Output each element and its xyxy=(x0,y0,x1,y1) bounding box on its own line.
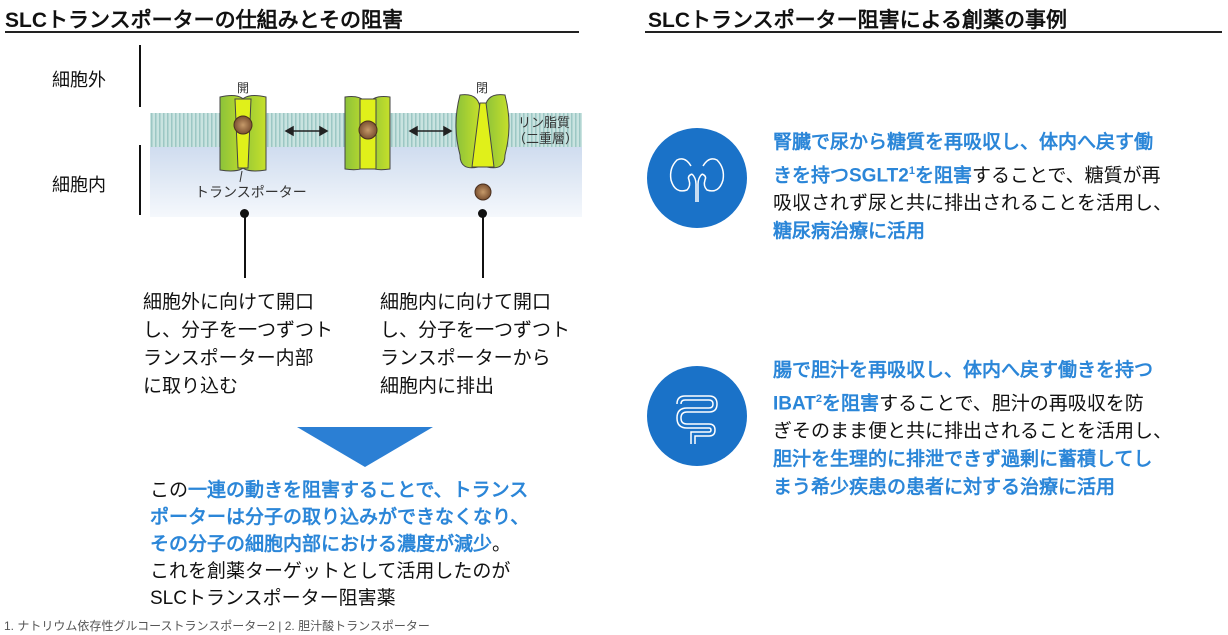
intestine-icon xyxy=(647,366,747,466)
highlight-text: ポーターは分子の取り込みができなくなり、 xyxy=(150,507,530,528)
right-title: SLCトランスポーター阻害による創薬の事例 xyxy=(648,9,1067,32)
text-line: に取り込む xyxy=(143,376,239,397)
transporter-open-out xyxy=(219,95,267,172)
highlight-text: まう希少疾患の患者に対する治療に活用 xyxy=(773,477,1116,499)
summary-text: この一連の動きを阻害することで、トランス ポーターは分子の取り込みができなくなり… xyxy=(150,477,529,612)
left-title-rule xyxy=(5,31,579,33)
pointer-line xyxy=(244,215,246,278)
highlight-text: その分子の細胞内部における濃度が減少 xyxy=(150,534,493,555)
desc-open-outside: 細胞外に向けて開口 し、分子を一つずつト ランスポーター内部 に取り込む xyxy=(143,289,333,401)
transporter-middle xyxy=(344,95,391,171)
text-line: SLCトランスポーター阻害薬 xyxy=(150,588,396,609)
pointer-dot xyxy=(240,209,249,218)
outside-label: 細胞外 xyxy=(52,70,106,90)
text-line: ランスポーター内部 xyxy=(143,348,314,369)
desc-open-inside: 細胞内に向けて開口 し、分子を一つずつト ランスポーターから 細胞内に排出 xyxy=(380,289,570,401)
footnote: 1. ナトリウム依存性グルコーストランスポーター2 | 2. 胆汁酸トランスポー… xyxy=(4,619,430,633)
highlight-text: を阻害 xyxy=(822,393,880,415)
footnote-ref: 1 xyxy=(908,165,915,177)
case-ibat-text: 腸で胆汁を再吸収し、体内へ戻す働きを持つ IBAT2を阻害することで、胆汁の再吸… xyxy=(773,357,1172,502)
right-title-rule xyxy=(645,31,1222,33)
kidney-icon xyxy=(647,128,747,228)
text-line: 細胞内に向けて開口 xyxy=(380,292,552,313)
transporter-open-in xyxy=(455,94,510,169)
arrow-icon xyxy=(284,125,329,137)
highlight-text: きを持つSGLT2 xyxy=(773,165,909,187)
text-segment: この xyxy=(150,480,189,501)
pointer-line xyxy=(239,170,243,183)
inside-label: 細胞内 xyxy=(52,175,106,195)
text-line: 細胞内に排出 xyxy=(380,376,495,397)
released-molecule xyxy=(474,183,492,201)
text-segment: することで、胆汁の再吸収を防 xyxy=(879,393,1144,415)
pointer-line xyxy=(482,215,484,278)
text-line: し、分子を一つずつト xyxy=(143,320,334,341)
text-segment: することで、糖質が再 xyxy=(971,165,1161,187)
closed-label: 閉 xyxy=(476,81,489,95)
text-line: ランスポーターから xyxy=(380,348,551,369)
highlight-text: を阻害 xyxy=(914,165,972,187)
highlight-text: IBAT xyxy=(773,393,816,415)
footnote-ref: 2 xyxy=(815,393,823,405)
text-line: 吸収されず尿と共に排出されることを活用し、 xyxy=(773,193,1173,215)
left-title: SLCトランスポーターの仕組みとその阻害 xyxy=(5,9,403,32)
text-segment: 。 xyxy=(492,534,512,555)
transporter-label: トランスポーター xyxy=(195,184,307,200)
highlight-text: 糖尿病治療に活用 xyxy=(773,221,926,243)
lipid-label: リン脂質 xyxy=(518,115,571,130)
lipid-label-sub: （二重層） xyxy=(513,131,579,146)
text-line: し、分子を一つずつト xyxy=(380,320,571,341)
text-line: ぎそのまま便と共に排出されることを活用し、 xyxy=(773,421,1173,443)
case-sglt2-text: 腎臓で尿から糖質を再吸収し、体内へ戻す働 きを持つSGLT21を阻害することで、… xyxy=(773,129,1172,246)
pointer-dot xyxy=(478,209,487,218)
transporter-diagram xyxy=(150,94,582,217)
arrow-icon xyxy=(408,125,453,137)
highlight-text: 腎臓で尿から糖質を再吸収し、体内へ戻す働 xyxy=(773,132,1154,153)
text-line: これを創薬ターゲットとして活用したのが xyxy=(150,561,511,582)
highlight-text: 一連の動きを阻害することで、トランス xyxy=(188,480,529,501)
divider xyxy=(139,45,141,107)
highlight-text: 胆汁を生理的に排泄できず過剰に蓄積してし xyxy=(773,449,1153,471)
divider xyxy=(139,145,141,215)
down-arrow-icon xyxy=(297,427,433,467)
open-label: 開 xyxy=(237,81,250,95)
highlight-text: 腸で胆汁を再吸収し、体内へ戻す働きを持つ xyxy=(773,360,1154,381)
text-line: 細胞外に向けて開口 xyxy=(143,292,315,313)
